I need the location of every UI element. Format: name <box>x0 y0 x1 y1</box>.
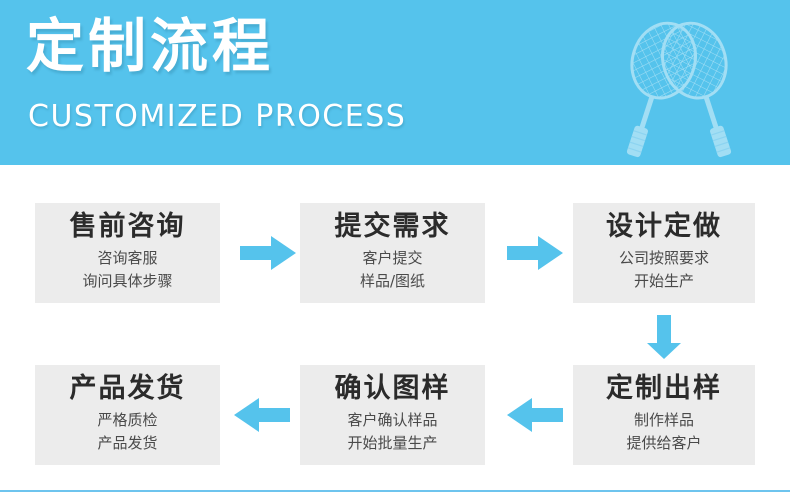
process-step-3: 设计定做 公司按照要求 开始生产 <box>573 203 755 303</box>
arrow-left-icon <box>505 395 565 435</box>
step-title: 产品发货 <box>69 372 186 404</box>
arrow-right-icon <box>505 233 565 273</box>
step-description: 客户提交 样品/图纸 <box>360 247 425 292</box>
step-title: 定制出样 <box>606 372 722 404</box>
step-description-line: 制作样品 <box>633 411 694 430</box>
step-title: 提交需求 <box>334 210 451 242</box>
arrow-down-icon <box>644 313 684 361</box>
step-description: 咨询客服 询问具体步骤 <box>82 247 172 292</box>
step-description: 严格质检 产品发货 <box>97 409 157 454</box>
step-description-line: 提供给客户 <box>626 433 702 452</box>
arrow-left-icon <box>232 395 292 435</box>
process-step-5: 确认图样 客户确认样品 开始批量生产 <box>300 365 485 465</box>
step-description-line: 开始生产 <box>633 271 694 290</box>
page-subtitle: CUSTOMIZED PROCESS <box>28 99 407 134</box>
badminton-rackets-icon <box>602 12 752 158</box>
step-description-line: 样品/图纸 <box>359 271 426 290</box>
process-flow-diagram: 售前咨询 咨询客服 询问具体步骤 提交需求 客户提交 样品/图纸 设计定做 公司… <box>0 165 790 496</box>
step-description-line: 开始批量生产 <box>347 433 438 452</box>
step-description-line: 客户确认样品 <box>347 411 438 430</box>
process-step-4: 定制出样 制作样品 提供给客户 <box>573 365 755 465</box>
process-step-1: 售前咨询 咨询客服 询问具体步骤 <box>35 203 220 303</box>
step-description-line: 严格质检 <box>97 411 158 430</box>
step-description-line: 询问具体步骤 <box>82 271 173 290</box>
step-description: 公司按照要求 开始生产 <box>619 247 709 292</box>
step-description: 客户确认样品 开始批量生产 <box>347 409 437 454</box>
step-title: 确认图样 <box>334 372 451 404</box>
arrow-right-icon <box>238 233 298 273</box>
process-step-2: 提交需求 客户提交 样品/图纸 <box>300 203 485 303</box>
bottom-divider <box>0 490 790 492</box>
step-description-line: 客户提交 <box>362 249 423 268</box>
step-title: 设计定做 <box>606 210 722 242</box>
page-title: 定制流程 <box>26 12 275 80</box>
step-description-line: 咨询客服 <box>97 249 158 268</box>
step-description-line: 公司按照要求 <box>618 249 709 268</box>
step-description: 制作样品 提供给客户 <box>626 409 701 454</box>
page-banner: 定制流程 CUSTOMIZED PROCESS <box>0 0 790 165</box>
step-title: 售前咨询 <box>69 210 186 242</box>
process-step-6: 产品发货 严格质检 产品发货 <box>35 365 220 465</box>
step-description-line: 产品发货 <box>97 433 158 452</box>
